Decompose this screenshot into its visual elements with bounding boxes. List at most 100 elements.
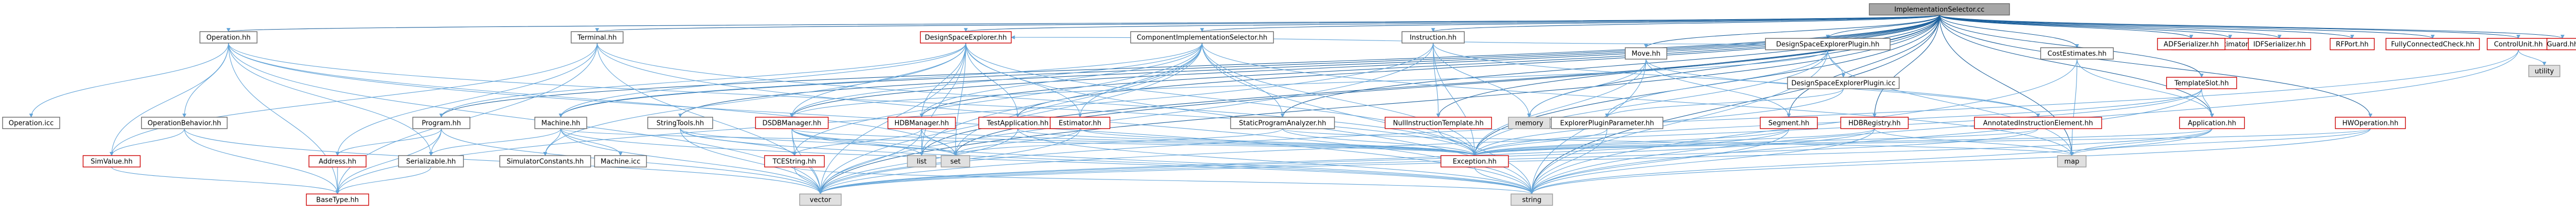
node-nullInstr[interactable]: NullInstructionTemplate.hh xyxy=(1384,117,1492,129)
node-tceString[interactable]: TCEString.hh xyxy=(764,155,825,168)
node-operationBeh[interactable]: OperationBehavior.hh xyxy=(141,117,228,129)
node-machine[interactable]: Machine.hh xyxy=(534,117,587,129)
node-string[interactable]: string xyxy=(1510,193,1553,206)
node-application-box xyxy=(2179,117,2245,129)
node-simConst[interactable]: SimulatorConstants.hh xyxy=(499,155,591,168)
edge-root-to-string xyxy=(1530,15,1940,194)
node-testApp[interactable]: TestApplication.hh xyxy=(978,117,1057,129)
edges-layer xyxy=(29,15,2565,194)
edge-instr-to-annotInstr xyxy=(1433,43,2040,118)
node-list[interactable]: list xyxy=(907,155,937,168)
edge-testApp-to-string xyxy=(1017,128,1534,194)
node-dseFrontPlugin[interactable]: DesignSpaceExplorerPlugin.hh xyxy=(1765,38,1891,50)
node-compImpl[interactable]: ComponentImplementationSelector.hh xyxy=(1130,31,1274,44)
node-simValue-box xyxy=(83,155,141,168)
node-idfSer-box xyxy=(2248,38,2311,50)
node-terminal[interactable]: Terminal.hh xyxy=(571,31,624,44)
node-serializable-label: Serializable.hh xyxy=(406,158,456,166)
edge-hdbReg-to-exception xyxy=(1473,128,1875,156)
node-estimator[interactable]: Estimator.hh xyxy=(1049,117,1111,129)
node-rfport[interactable]: RFPort.hh xyxy=(2329,38,2375,50)
edge-dspExpl-to-testApp xyxy=(965,43,1020,118)
edge-dsdb-to-string xyxy=(791,128,1534,194)
node-instr[interactable]: Instruction.hh xyxy=(1401,31,1465,44)
node-controlUnit[interactable]: ControlUnit.hh xyxy=(2487,38,2550,50)
edge-dseFrontPluginCC-to-explPluginParam xyxy=(1605,88,1844,118)
edge-dspExpl-to-list xyxy=(920,43,966,156)
node-utility[interactable]: utility xyxy=(2528,65,2560,77)
node-adfSer[interactable]: ADFSerializer.hh xyxy=(2157,38,2226,50)
node-vector[interactable]: vector xyxy=(799,193,842,206)
edge-dspExpl-to-set xyxy=(953,43,966,156)
edge-stringTools-to-vector xyxy=(680,128,822,194)
edge-dseFrontPlugin-to-exception xyxy=(1473,49,1828,156)
edge-move-to-exception xyxy=(1473,59,1647,156)
node-testApp-label: TestApplication.hh xyxy=(987,120,1049,128)
node-stringTools-box xyxy=(647,117,713,129)
node-application[interactable]: Application.hh xyxy=(2179,117,2245,129)
node-templateSlot-box xyxy=(2166,77,2237,89)
node-explPluginParam[interactable]: ExplorerPluginParameter.hh xyxy=(1550,117,1664,129)
node-baseType[interactable]: BaseType.hh xyxy=(306,193,369,206)
node-costEst[interactable]: CostEstimates.hh xyxy=(2040,47,2114,60)
node-guard[interactable]: Guard.hh xyxy=(2546,38,2576,50)
node-guard-label: Guard.hh xyxy=(2547,41,2576,49)
node-serializable[interactable]: Serializable.hh xyxy=(398,155,464,168)
node-memory[interactable]: memory xyxy=(1508,117,1550,129)
node-machineIcc[interactable]: Machine.icc xyxy=(594,155,647,168)
node-dseFrontPluginCC-label: DesignSpaceExplorerPlugin.icc xyxy=(1791,80,1895,88)
node-application-label: Application.hh xyxy=(2188,120,2236,128)
node-opHH[interactable]: Operation.hh xyxy=(199,31,258,44)
node-dspExpl-label: DesignSpaceExplorer.hh xyxy=(925,34,1007,42)
node-operationCC[interactable]: Operation.icc xyxy=(2,117,60,129)
node-dseFrontPluginCC[interactable]: DesignSpaceExplorerPlugin.icc xyxy=(1787,77,1900,89)
node-hdbMan[interactable]: HDBManager.hh xyxy=(887,117,956,129)
node-string-label: string xyxy=(1522,197,1541,204)
node-staticProg[interactable]: StaticProgramAnalyzer.hh xyxy=(1230,117,1335,129)
node-root[interactable]: ImplementationSelector.cc xyxy=(1869,3,2010,16)
node-simValue-label: SimValue.hh xyxy=(91,158,133,166)
node-root-label: ImplementationSelector.cc xyxy=(1894,6,1985,14)
node-program[interactable]: Program.hh xyxy=(412,117,470,129)
node-hdbReg[interactable]: HDBRegistry.hh xyxy=(1840,117,1909,129)
node-idfSer-label: IDFSerializer.hh xyxy=(2253,41,2305,49)
edge-application-to-map xyxy=(2070,128,2213,156)
node-explPluginParam-box xyxy=(1550,117,1664,129)
node-annotInstr[interactable]: AnnotatedInstructionElement.hh xyxy=(1974,117,2102,129)
edge-machine-to-vector xyxy=(560,128,822,194)
node-program-label: Program.hh xyxy=(422,120,461,128)
node-rfport-label: RFPort.hh xyxy=(2336,41,2369,49)
edge-root-to-adfSer xyxy=(1939,15,2193,39)
node-move[interactable]: Move.hh xyxy=(1625,47,1667,60)
edge-root-to-program xyxy=(439,15,1940,118)
edge-nullInstr-to-exception xyxy=(1438,128,1477,156)
node-set-label: set xyxy=(950,158,961,166)
edge-terminal-to-simValue xyxy=(110,43,598,156)
node-set[interactable]: set xyxy=(940,155,970,168)
node-templateSlot[interactable]: TemplateSlot.hh xyxy=(2166,77,2237,89)
node-simValue[interactable]: SimValue.hh xyxy=(83,155,141,168)
node-dsdb[interactable]: DSDBManager.hh xyxy=(755,117,829,129)
edge-program-to-address xyxy=(335,128,442,156)
node-rfport-box xyxy=(2329,38,2375,50)
node-exception[interactable]: Exception.hh xyxy=(1440,155,1509,168)
node-segment[interactable]: Segment.hh xyxy=(1760,117,1818,129)
node-explPluginParam-label: ExplorerPluginParameter.hh xyxy=(1560,120,1654,128)
edge-opHH-to-exception xyxy=(228,43,1477,156)
edge-root-to-costEst xyxy=(1939,15,2079,48)
node-map[interactable]: map xyxy=(2057,155,2087,168)
node-map-label: map xyxy=(2065,158,2080,166)
edge-operationBeh-to-baseType xyxy=(184,128,340,194)
node-annotInstr-box xyxy=(1974,117,2102,129)
node-fullConn[interactable]: FullyConnectedCheck.hh xyxy=(2385,38,2480,50)
edge-staticProg-to-exception xyxy=(1282,128,1477,156)
edge-root-to-testApp xyxy=(1016,15,1940,118)
node-address[interactable]: Address.hh xyxy=(308,155,367,168)
edge-compImpl-to-list xyxy=(920,43,1203,156)
node-idfSer[interactable]: IDFSerializer.hh xyxy=(2248,38,2311,50)
node-stringTools[interactable]: StringTools.hh xyxy=(647,117,713,129)
node-hwOp[interactable]: HWOperation.hh xyxy=(2335,117,2406,129)
edge-root-to-templateSlot xyxy=(1939,15,2204,78)
node-dspExpl[interactable]: DesignSpaceExplorer.hh xyxy=(920,31,1012,44)
edge-program-to-baseType xyxy=(335,128,442,194)
